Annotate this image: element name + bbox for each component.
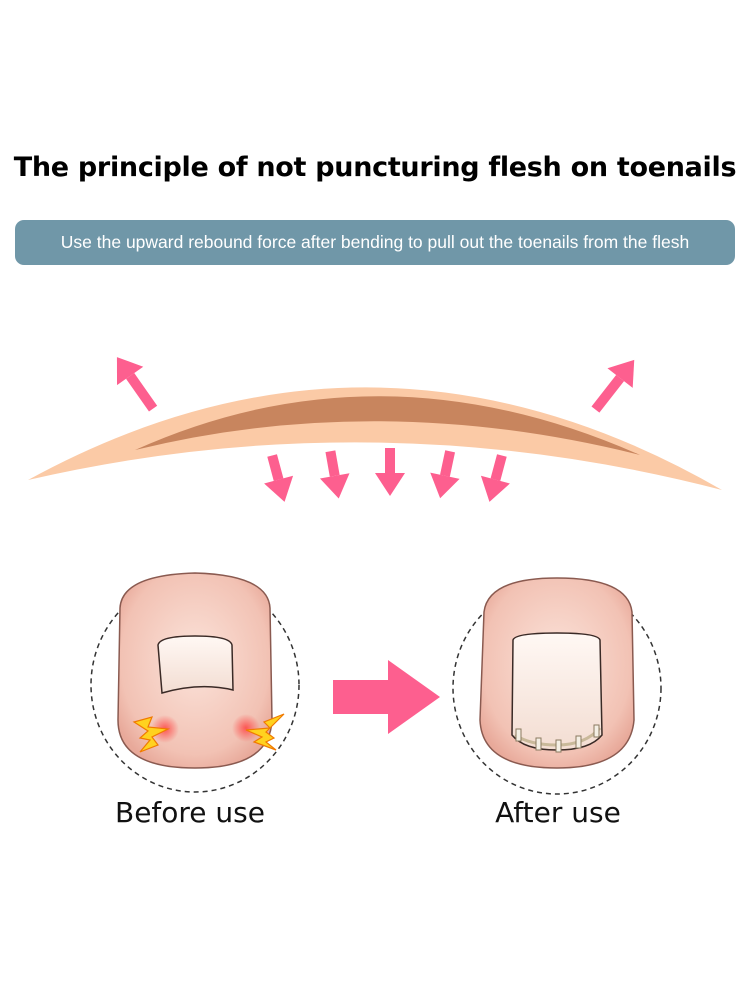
- arrow-right-icon: [333, 660, 440, 734]
- nail-outer: [28, 387, 722, 490]
- before-use-label: Before use: [114, 796, 265, 829]
- arrow-down-icon: [319, 450, 350, 499]
- bent-nail-diagram: [28, 387, 722, 490]
- subtitle-banner: Use the upward rebound force after bendi…: [15, 220, 735, 265]
- pain-icon: [245, 713, 285, 751]
- arrow-down-icon: [375, 448, 405, 496]
- subtitle-text: Use the upward rebound force after bendi…: [60, 232, 690, 252]
- nail-inner: [135, 396, 640, 455]
- force-arrows: [116, 357, 635, 734]
- toe-before-illustration: [90, 572, 300, 793]
- arrow-down-icon: [430, 450, 460, 499]
- page-title: The principle of not puncturing flesh on…: [13, 152, 737, 183]
- toe-after-illustration: [452, 577, 662, 795]
- arrow-up-right-icon: [591, 359, 635, 413]
- arrow-down-icon: [264, 454, 294, 502]
- arrow-down-icon: [480, 454, 510, 502]
- pain-icon: [132, 716, 171, 753]
- arrow-up-left-icon: [116, 357, 158, 412]
- after-use-label: After use: [495, 796, 621, 829]
